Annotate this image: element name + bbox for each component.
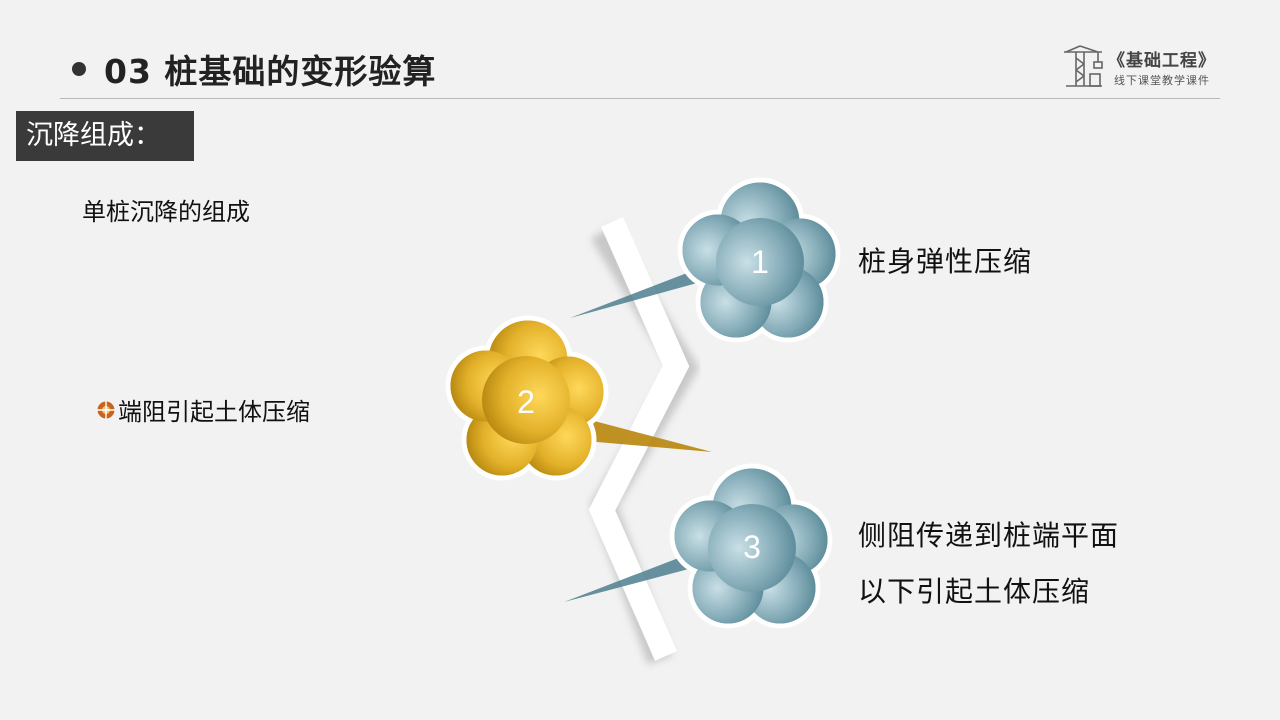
cloud-2-pointer [560, 412, 712, 452]
cloud-node-2: 2 [445, 315, 712, 481]
cloud-3-number: 3 [743, 529, 761, 565]
cloud-node-3: 3 [564, 463, 833, 629]
page-title-row: 03 桩基础的变形验算 [72, 44, 436, 94]
node-1-label: 桩身弹性压缩 [858, 245, 1033, 278]
cloud-1-number: 1 [751, 244, 769, 280]
crane-icon [1064, 45, 1103, 87]
cloud-node-1: 1 [570, 177, 841, 343]
cloud-2-number: 2 [517, 384, 535, 420]
cloud-3-pointer [564, 552, 700, 602]
page-title: 03 桩基础的变形验算 [104, 52, 437, 91]
section-label: 沉降组成： [16, 111, 194, 161]
logo-subtitle: 线下课堂教学课件 [1114, 74, 1210, 87]
title-bullet-icon [72, 62, 86, 76]
node-3-label-line-1: 侧阻传递到桩端平面 [858, 519, 1120, 552]
node-3-label-line-2: 以下引起土体压缩 [858, 575, 1091, 608]
title-divider [60, 98, 1220, 99]
target-bullet-icon [97, 400, 115, 419]
logo-title: 《基础工程》 [1108, 51, 1216, 71]
cloud-1-pointer [570, 268, 708, 318]
bullet-text: 端阻引起土体压缩 [118, 398, 310, 426]
subheading: 单桩沉降的组成 [82, 198, 250, 226]
bullet-item: 端阻引起土体压缩 [96, 392, 310, 427]
course-logo: 《基础工程》 线下课堂教学课件 [1062, 44, 1222, 90]
